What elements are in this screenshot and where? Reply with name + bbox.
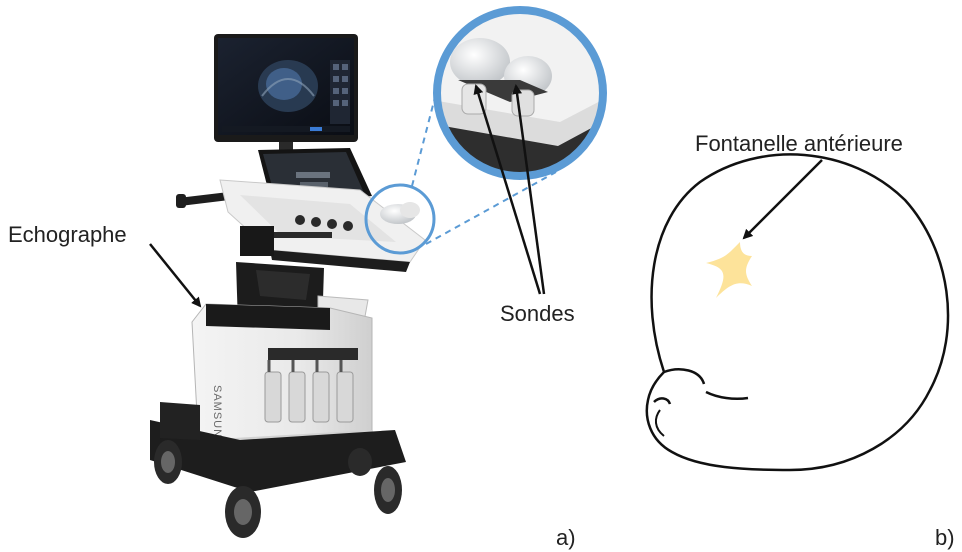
- control-panel: [220, 180, 425, 272]
- infant-head-drawing: [647, 154, 948, 470]
- echographe-arrow: [150, 244, 200, 306]
- label-fontanelle-anterieure: Fontanelle antérieure: [695, 133, 903, 155]
- probe-zoom-inset: [430, 5, 612, 190]
- panel-label-a: a): [556, 527, 576, 549]
- panel-label-b: b): [935, 527, 955, 549]
- fontanelle-arrow: [744, 160, 822, 238]
- ultrasound-machine: SAMSUNG: [150, 34, 434, 538]
- probe-holder: [380, 202, 420, 224]
- label-echographe: Echographe: [8, 224, 127, 246]
- label-sondes: Sondes: [500, 303, 575, 325]
- fontanelle-shape: [706, 242, 752, 298]
- closed-eye: [706, 392, 748, 399]
- head-outline: [647, 154, 948, 470]
- monitor: [214, 34, 358, 142]
